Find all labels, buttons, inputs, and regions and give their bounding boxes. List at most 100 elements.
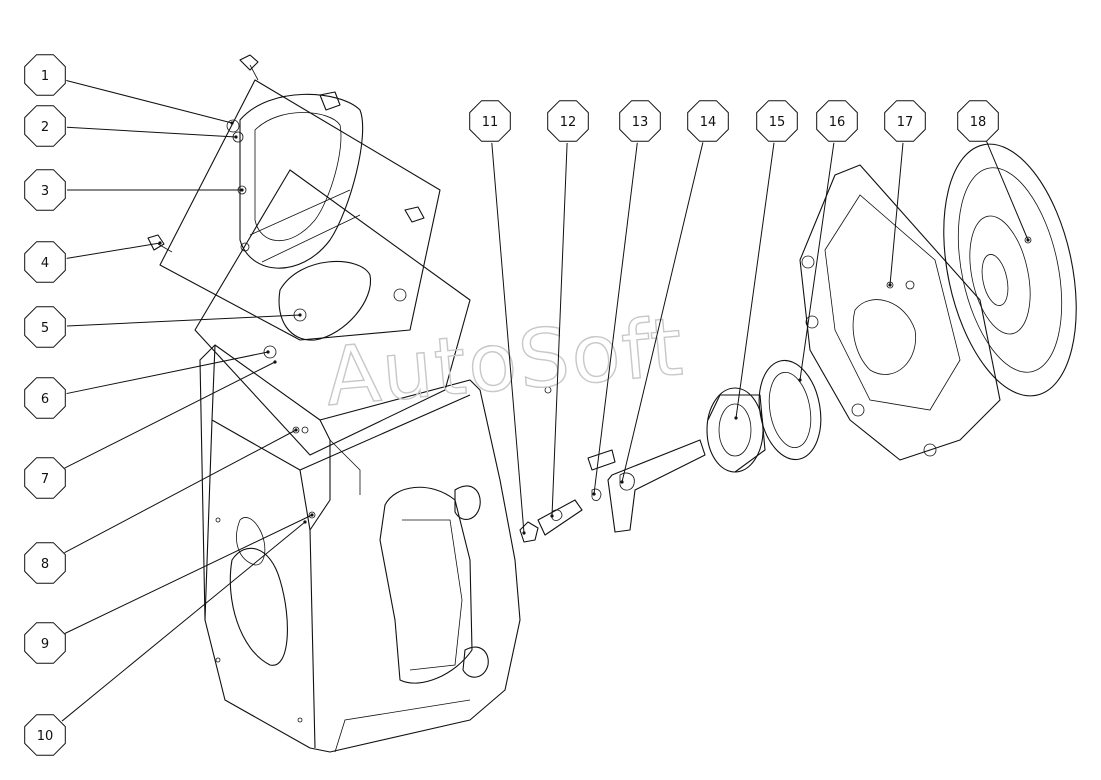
callout-9: 9 [24, 622, 66, 664]
leader-tip-7 [273, 360, 277, 364]
leader-tip-10 [303, 520, 307, 524]
callout-number: 8 [41, 557, 49, 572]
callout-badge-2 [24, 105, 66, 147]
callout-4: 4 [24, 241, 66, 283]
leader-tip-18 [1026, 238, 1030, 242]
clutch-disc [943, 143, 1077, 397]
callout-3: 3 [24, 169, 66, 211]
callout-7: 7 [24, 457, 66, 499]
callout-badge-1 [24, 54, 66, 96]
bolts-and-washers [147, 54, 425, 253]
callout-badge-15 [756, 100, 798, 142]
leader-tip-6 [266, 350, 270, 354]
leader-line-10 [61, 521, 306, 722]
leader-tip-4 [158, 241, 162, 245]
watermark-text: AutoSoft [322, 300, 688, 424]
callout-17: 17 [884, 100, 926, 142]
callout-number: 7 [41, 472, 49, 487]
callout-badge-14 [687, 100, 729, 142]
callout-11: 11 [469, 100, 511, 142]
leader-lines [61, 79, 1030, 722]
callout-badge-16 [816, 100, 858, 142]
leader-line-2 [66, 126, 237, 138]
leader-line-5 [66, 314, 301, 327]
clutch-housing [199, 344, 521, 753]
callout-15: 15 [756, 100, 798, 142]
callout-number: 10 [37, 729, 54, 744]
leader-line-13 [593, 142, 638, 495]
callout-number: 11 [482, 115, 499, 130]
callout-number: 6 [41, 392, 49, 407]
callout-badge-3 [24, 169, 66, 211]
callout-6: 6 [24, 377, 66, 419]
leader-line-1 [66, 79, 233, 124]
leader-tip-2 [234, 135, 238, 139]
callout-number: 12 [560, 115, 577, 130]
leader-line-18 [986, 141, 1029, 241]
leader-tip-12 [550, 514, 554, 518]
callout-badge-12 [547, 100, 589, 142]
leader-tip-3 [240, 188, 244, 192]
callout-number: 1 [41, 69, 49, 84]
leader-line-7 [64, 361, 276, 469]
callout-badge-18 [957, 100, 999, 142]
seal-ring [758, 359, 822, 461]
leader-tip-16 [798, 378, 802, 382]
release-fork-shaft [519, 386, 583, 543]
callout-2: 2 [24, 105, 66, 147]
callout-18: 18 [957, 100, 999, 142]
callout-10: 10 [24, 714, 66, 756]
callout-badge-6 [24, 377, 66, 419]
callout-badge-8 [24, 542, 66, 584]
leader-tip-13 [592, 492, 596, 496]
callout-number: 13 [632, 115, 649, 130]
leader-line-8 [64, 429, 297, 554]
callout-badge-11 [469, 100, 511, 142]
callout-number: 9 [41, 637, 49, 652]
callout-14: 14 [687, 100, 729, 142]
leader-tip-9 [310, 513, 314, 517]
callout-number: 15 [769, 115, 786, 130]
callout-number: 18 [970, 115, 987, 130]
leader-line-11 [491, 142, 525, 534]
callout-badge-5 [24, 306, 66, 348]
callout-badge-10 [24, 714, 66, 756]
callout-13: 13 [619, 100, 661, 142]
leader-tip-15 [734, 416, 738, 420]
leader-line-12 [551, 142, 568, 517]
leader-tip-11 [522, 531, 526, 535]
inspection-cover-plates [159, 79, 471, 456]
callout-number: 2 [41, 120, 49, 135]
callout-badge-13 [619, 100, 661, 142]
callout-16: 16 [816, 100, 858, 142]
callout-number: 17 [897, 115, 914, 130]
pressure-plate [799, 164, 1001, 461]
release-fork [587, 439, 706, 533]
callout-number: 16 [829, 115, 846, 130]
callout-8: 8 [24, 542, 66, 584]
leader-line-14 [621, 142, 704, 483]
leader-line-9 [64, 514, 313, 634]
callout-5: 5 [24, 306, 66, 348]
leader-tip-17 [888, 283, 892, 287]
callout-badge-7 [24, 457, 66, 499]
callout-number: 4 [41, 256, 49, 271]
leader-line-6 [66, 351, 269, 395]
callout-number: 3 [41, 184, 49, 199]
leader-tip-5 [298, 313, 302, 317]
callout-number: 5 [41, 321, 49, 336]
callout-1: 1 [24, 54, 66, 96]
callout-12: 12 [547, 100, 589, 142]
callout-badge-17 [884, 100, 926, 142]
callout-badge-9 [24, 622, 66, 664]
leader-tip-1 [230, 121, 234, 125]
leader-tip-14 [620, 480, 624, 484]
leader-line-16 [799, 142, 835, 381]
leader-line-4 [66, 242, 161, 259]
release-bearing [706, 387, 766, 473]
callout-number: 14 [700, 115, 717, 130]
leader-line-17 [889, 142, 904, 286]
leader-line-15 [735, 142, 775, 419]
